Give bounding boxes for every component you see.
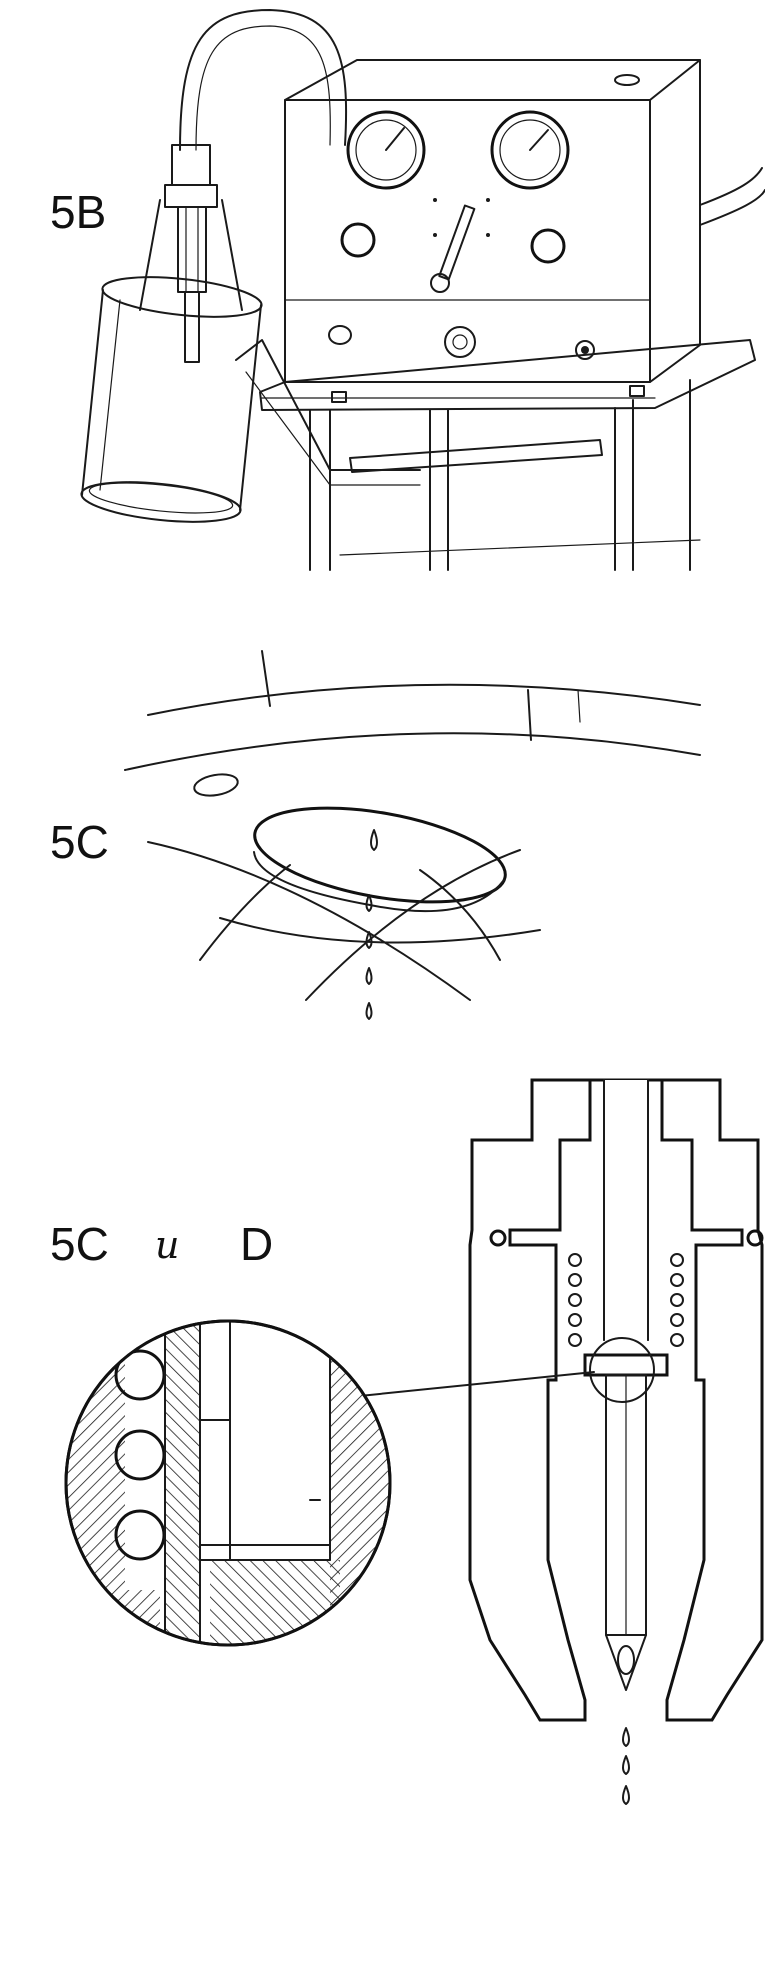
test-bench bbox=[259, 339, 756, 571]
figure-5cd-label-sep: и bbox=[155, 1223, 179, 1267]
spring-coils bbox=[568, 1253, 684, 1347]
knob-right bbox=[575, 340, 595, 360]
figure-5b-label: 5B bbox=[50, 186, 106, 238]
pump-lever bbox=[430, 204, 476, 293]
valve-left bbox=[340, 222, 376, 258]
valve-right bbox=[530, 228, 566, 264]
figure-5cd-label-a: 5C bbox=[50, 1218, 109, 1270]
knob-left bbox=[328, 325, 352, 345]
magnified-detail bbox=[64, 1319, 392, 1647]
injector-holder bbox=[139, 144, 243, 363]
fuel-droplets bbox=[365, 829, 378, 1020]
spray-pattern-illustration bbox=[124, 650, 701, 1020]
figure-5cd-label-b: D bbox=[240, 1218, 273, 1270]
figure-5c-label: 5C bbox=[50, 816, 109, 868]
target-disc bbox=[253, 806, 507, 904]
tester-illustration bbox=[80, 9, 765, 571]
nozzle-droplets bbox=[622, 1727, 630, 1805]
pressure-hose bbox=[179, 9, 348, 151]
tester-cabinet bbox=[284, 59, 765, 383]
injector-cross-section bbox=[339, 1078, 764, 1805]
figure-5cd: 5C и D bbox=[50, 1078, 764, 1805]
figure-5b: 5B bbox=[50, 9, 765, 571]
knob-center bbox=[444, 326, 476, 358]
collecting-cylinder bbox=[80, 276, 263, 523]
pressure-gauge-right bbox=[490, 110, 570, 190]
pressure-gauge-left bbox=[346, 110, 426, 190]
figure-5c: 5C bbox=[50, 650, 701, 1020]
